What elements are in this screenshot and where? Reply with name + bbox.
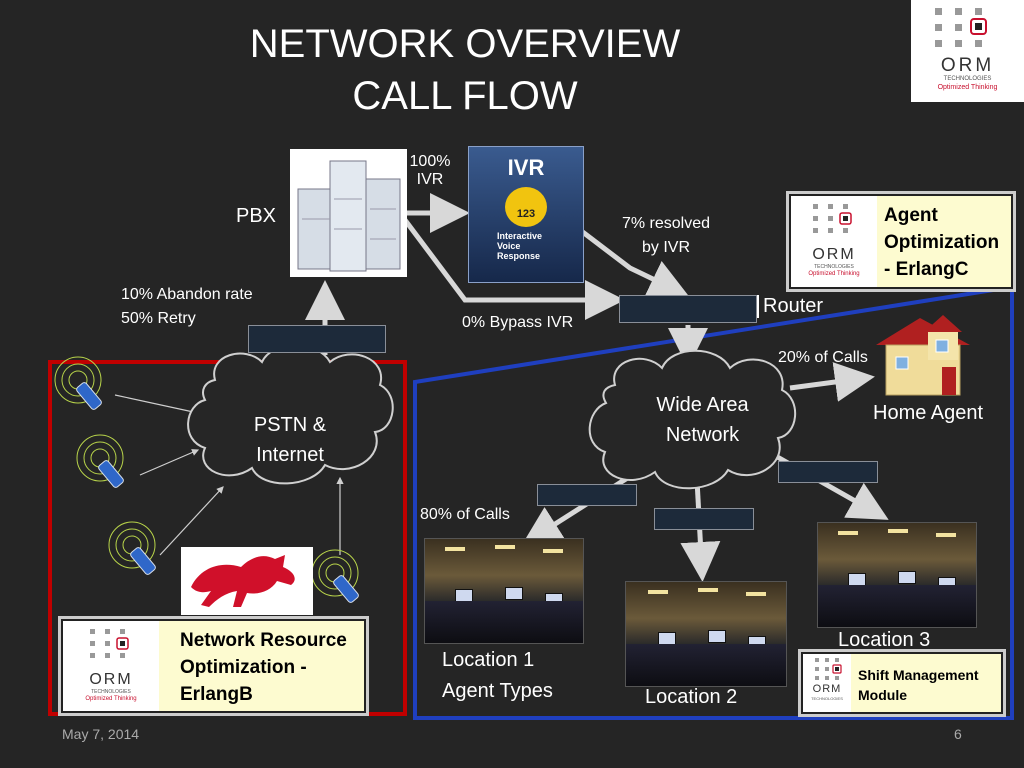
location2-photo (625, 581, 787, 687)
orm-logo-tagline: Optimized Thinking (937, 84, 998, 91)
orm-mark-icon (90, 629, 129, 658)
agent-optimization-text: Agent Optimization - ErlangC (884, 205, 1000, 280)
ivr-pct-label: 100% IVR (400, 153, 460, 189)
network-resource-box: ORM TECHNOLOGIES Optimized Thinking Netw… (61, 619, 366, 713)
pbx-cabinet-icon (297, 160, 401, 272)
bypass-label: 0% Bypass IVR (462, 314, 574, 331)
location2-label: Location 2 (645, 686, 738, 708)
router-label: Router (757, 295, 823, 318)
wan-label: Wide Area Network (656, 394, 749, 446)
orm-mark-icon (815, 658, 842, 680)
home-agent-label: Home Agent (873, 402, 984, 424)
location1-switch (537, 484, 637, 506)
shift-management-text: Shift Management Module (858, 667, 979, 703)
slide-date: May 7, 2014 (62, 726, 140, 742)
ivr-subtitle: Interactive Voice Response (497, 231, 543, 261)
page-number: 6 (954, 726, 962, 742)
pstn-label: PSTN & Internet (253, 414, 327, 466)
ivr-short: IVR (416, 171, 444, 188)
ivr-to-router-arrow (578, 228, 690, 298)
ivr-resolved-label: 7% resolved by IVR (621, 215, 711, 256)
pbx-image (290, 149, 407, 277)
location3-photo (817, 522, 977, 628)
calls80-label: 80% of Calls (420, 506, 510, 523)
wan-to-home-arrow (789, 362, 875, 402)
pbx-label: PBX (236, 205, 277, 227)
network-box-logo: ORM TECHNOLOGIES Optimized Thinking (63, 621, 159, 711)
orm-logo-corner: ORM TECHNOLOGIES Optimized Thinking (911, 0, 1024, 102)
shift-box-logo: ORM TECHNOLOGIES (803, 654, 851, 712)
router-device (619, 295, 757, 323)
mustang-icon (191, 555, 295, 607)
ivr-panel: IVR 123 Interactive Voice Response (468, 146, 584, 283)
location3-label: Location 3 (838, 629, 931, 651)
pbx-bypass-arrow (403, 218, 625, 320)
orm-mark-icon (813, 204, 852, 233)
orm-logo-sub: TECHNOLOGIES (943, 76, 992, 82)
shift-management-box: ORM TECHNOLOGIES Shift Management Module (801, 652, 1003, 714)
calls20-label: 20% of Calls (778, 349, 868, 366)
mobile-phone-icons (54, 356, 359, 603)
gateway-device (248, 325, 386, 353)
location1-label: Location 1 Agent Types (442, 649, 553, 702)
mustang-logo-image (181, 547, 313, 615)
orm-logo-name: ORM (940, 55, 995, 76)
network-resource-text: Network Resource Optimization - ErlangB (180, 630, 347, 705)
ivr-heading: IVR (507, 155, 545, 180)
slide-title: NETWORK OVERVIEW CALL FLOW (0, 18, 930, 122)
corporate-zone-frame (413, 284, 1014, 720)
location2-switch (654, 508, 754, 530)
location3-switch (778, 461, 878, 483)
title-line-1: NETWORK OVERVIEW (249, 22, 681, 66)
location1-photo (424, 538, 584, 644)
title-line-2: CALL FLOW (352, 74, 578, 118)
agent-box-logo: ORM TECHNOLOGIES Optimized Thinking (791, 196, 877, 287)
wan-cloud (588, 349, 797, 490)
ivr-badge-icon: 123 (505, 187, 547, 227)
house-icon (876, 315, 970, 396)
orm-logo-mark (935, 8, 987, 47)
ivr-pct: 100% (409, 153, 451, 170)
agent-optimization-box: ORM TECHNOLOGIES Optimized Thinking Agen… (789, 194, 1013, 289)
abandon-retry-label: 10% Abandon rate 50% Retry (121, 286, 253, 327)
